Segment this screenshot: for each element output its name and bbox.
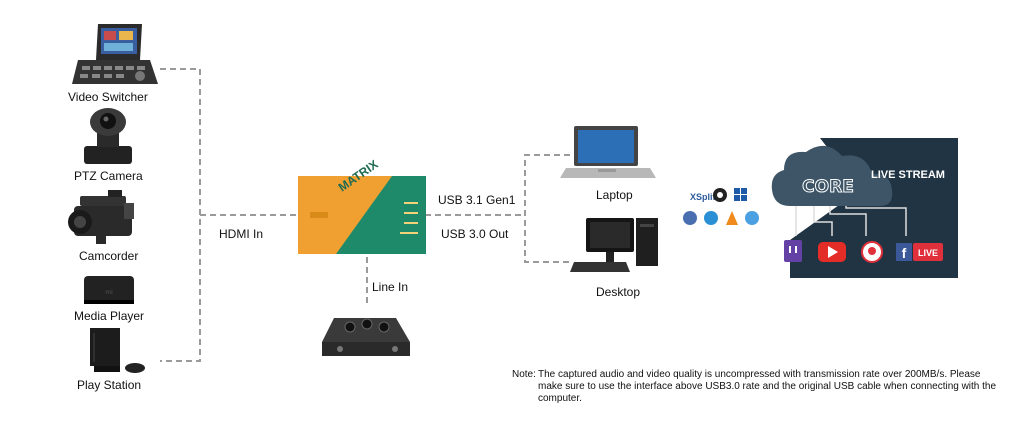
- line-in-label: Line In: [372, 280, 409, 294]
- note-prefix: Note:: [512, 369, 536, 380]
- camcorder-label: Camcorder: [79, 249, 139, 263]
- facebook-icon: [896, 243, 912, 261]
- xsplit-logo: XSplit: [690, 192, 716, 202]
- svg-text:f: f: [902, 245, 907, 261]
- source-bus-line: [160, 68, 201, 362]
- usb-gen1-label: USB 3.1 Gen1: [438, 193, 516, 207]
- video-switcher-icon: [72, 24, 158, 84]
- live-badge: [913, 243, 943, 261]
- grid-app-icon: [734, 188, 747, 201]
- play-station-label: Play Station: [77, 378, 142, 392]
- cloud-shape: [771, 145, 893, 206]
- note-block: Note:The captured audio and video qualit…: [512, 369, 1012, 405]
- twitch-icon: [784, 240, 802, 262]
- skype-icon: [704, 211, 718, 225]
- core-logo: CORE: [802, 177, 854, 197]
- ptz-camera-label: PTZ Camera: [74, 169, 143, 183]
- note-text: The captured audio and video quality is …: [538, 369, 997, 404]
- quicktime-icon: [745, 211, 759, 225]
- laptop-label: Laptop: [596, 188, 633, 202]
- live-stream-title: LIVE STREAM: [871, 169, 945, 181]
- hdmi-in-label: HDMI In: [219, 227, 264, 241]
- ptz-camera-icon: [84, 108, 132, 164]
- svg-text:mi: mi: [105, 289, 113, 296]
- media-player-label: Media Player: [74, 309, 145, 323]
- computer-bus-line: [524, 154, 570, 263]
- desktop-label: Desktop: [596, 285, 641, 299]
- software-icons: XSplit: [683, 188, 759, 225]
- media-player-icon: mi: [84, 276, 134, 304]
- video-switcher-label: Video Switcher: [68, 90, 148, 104]
- audio-mixer-icon: [322, 318, 410, 356]
- desktop-icon: [570, 218, 658, 272]
- live-badge-label: LIVE: [918, 248, 938, 258]
- connector-lines: [160, 68, 570, 362]
- laptop-icon: [560, 126, 656, 178]
- vlc-icon: [726, 211, 738, 225]
- camcorder-icon: [68, 190, 134, 244]
- capture-device: MATRIX: [298, 157, 426, 254]
- play-station-icon: [90, 328, 145, 373]
- vmix-icon: [683, 211, 697, 225]
- usb-out-label: USB 3.0 Out: [441, 227, 509, 241]
- live-stream-panel: CORE LIVE STREAM f LIVE: [771, 138, 958, 278]
